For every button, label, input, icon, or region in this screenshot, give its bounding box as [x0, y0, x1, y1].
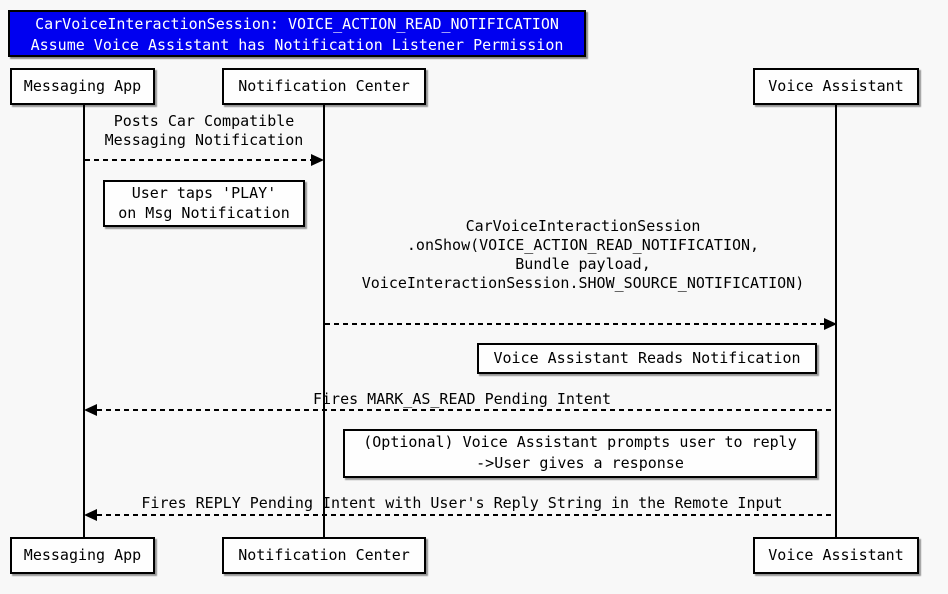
note-voice-assistant-reads: Voice Assistant Reads Notification: [477, 343, 817, 374]
participant-voice-assistant-top: Voice Assistant: [753, 68, 919, 105]
participant-voice-assistant-bottom: Voice Assistant: [753, 537, 919, 574]
message-reply-label: Fires REPLY Pending Intent with User's R…: [141, 494, 783, 512]
message-onshow-arrow: [325, 323, 824, 325]
message-onshow-line-4: VoiceInteractionSession.SHOW_SOURCE_NOTI…: [361, 274, 805, 292]
message-onshow-line-3: Bundle payload,: [515, 255, 651, 273]
arrowhead-right-icon: [824, 318, 837, 330]
lifeline-notification-center: [323, 104, 325, 537]
message-posts-notification-label: Posts Car Compatible Messaging Notificat…: [84, 112, 324, 150]
message-onshow-label: CarVoiceInteractionSession .onShow(VOICE…: [331, 217, 835, 293]
note-optional-reply-line-1: (Optional) Voice Assistant prompts user …: [363, 433, 797, 451]
arrowhead-left-icon: [84, 509, 97, 521]
participant-notification-center-bottom: Notification Center: [222, 537, 426, 574]
arrowhead-right-icon: [311, 154, 324, 166]
note-optional-reply-line-2: ->User gives a response: [476, 454, 684, 472]
diagram-title-line-2: Assume Voice Assistant has Notification …: [30, 36, 564, 54]
message-mark-as-read-arrow: [97, 409, 836, 411]
lifeline-messaging-app: [83, 104, 85, 537]
note-user-taps-play-line-2: on Msg Notification: [118, 204, 290, 222]
participant-messaging-app-top: Messaging App: [10, 68, 155, 105]
message-onshow-line-1: CarVoiceInteractionSession: [465, 217, 701, 235]
note-user-taps-play-line-1: User taps 'PLAY': [131, 184, 277, 202]
arrowhead-left-icon: [84, 404, 97, 416]
participant-messaging-app-bottom: Messaging App: [10, 537, 155, 574]
note-user-taps-play: User taps 'PLAY' on Msg Notification: [103, 180, 305, 227]
participant-notification-center-top: Notification Center: [222, 68, 426, 105]
message-posts-notification-line-2: Messaging Notification: [104, 131, 304, 149]
message-posts-notification-line-1: Posts Car Compatible: [113, 112, 295, 130]
diagram-title-line-1: CarVoiceInteractionSession: VOICE_ACTION…: [35, 15, 559, 33]
message-onshow-line-2: .onShow(VOICE_ACTION_READ_NOTIFICATION,: [406, 236, 760, 254]
note-optional-reply: (Optional) Voice Assistant prompts user …: [343, 429, 817, 478]
message-mark-as-read-label: Fires MARK_AS_READ Pending Intent: [312, 390, 611, 408]
message-reply-arrow: [97, 514, 836, 516]
diagram-title-box: CarVoiceInteractionSession: VOICE_ACTION…: [8, 10, 586, 57]
message-posts-notification-arrow: [85, 159, 311, 161]
